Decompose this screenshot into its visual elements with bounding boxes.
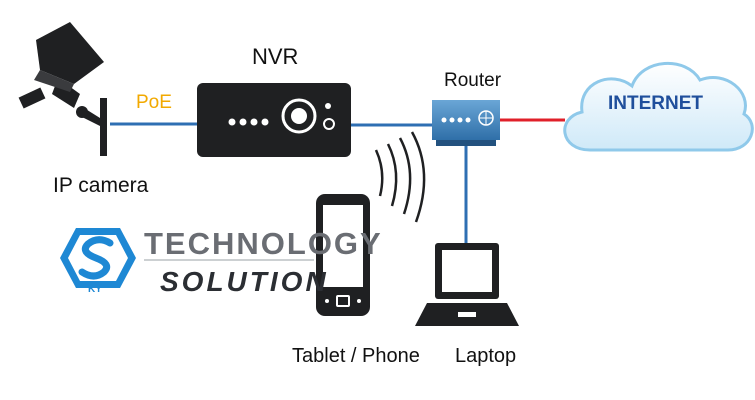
- wifi-waves-icon: [374, 131, 426, 223]
- laptop-icon: [415, 243, 519, 326]
- laptop-label: Laptop: [455, 345, 517, 367]
- tablet-phone-label: Tablet / Phone: [292, 345, 420, 367]
- tablet-phone-icon: [316, 194, 370, 316]
- logo-solution-text: SOLUTION: [160, 266, 329, 297]
- router-label: Router: [444, 70, 502, 91]
- logo-ky-text: KY: [88, 284, 102, 295]
- ip-camera-icon: [18, 22, 107, 156]
- poe-label: PoE: [136, 92, 172, 113]
- internet-label: INTERNET: [608, 93, 703, 114]
- nvr-icon: [197, 83, 351, 157]
- cloud-icon: [563, 61, 754, 152]
- ip-camera-label: IP camera: [53, 174, 149, 197]
- logo-technology-text: TECHNOLOGY: [144, 226, 383, 261]
- router-icon: [432, 100, 500, 146]
- nvr-label: NVR: [252, 44, 299, 69]
- logo-icon: [60, 228, 314, 288]
